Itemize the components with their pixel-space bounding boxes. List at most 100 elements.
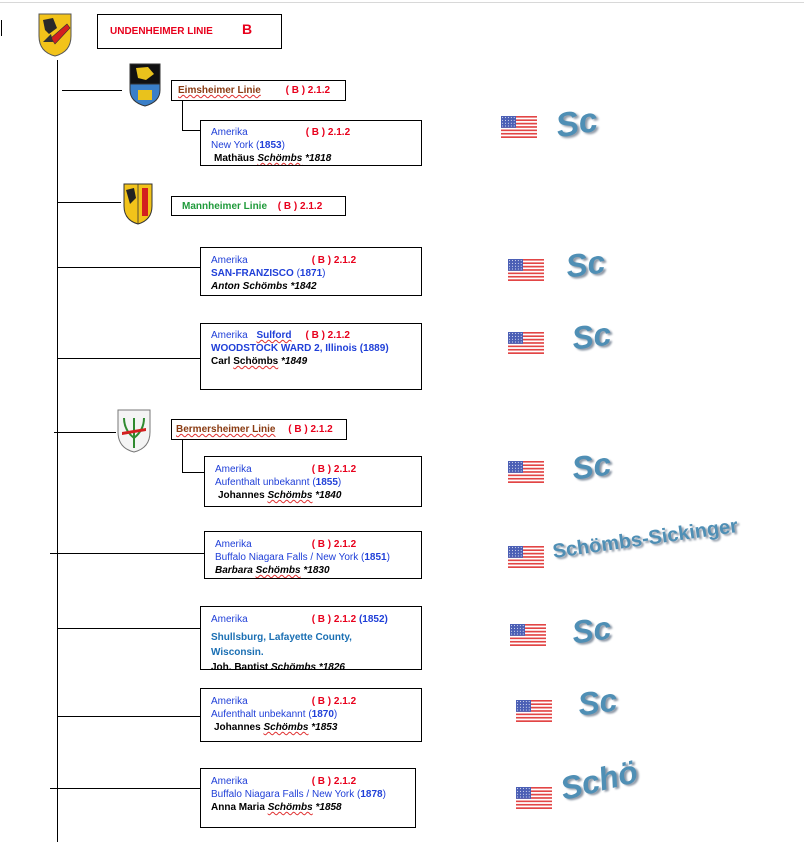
entry-6-surname: Schömbs — [271, 662, 317, 670]
branch-eimsheim-entry — [182, 130, 200, 131]
us-flag-icon — [510, 624, 546, 646]
us-flag-icon — [508, 259, 544, 281]
entry-8-place: Buffalo Niagara Falls / New York — [211, 789, 355, 800]
us-flag-icon — [516, 787, 552, 809]
entry-1-country: Amerika — [211, 127, 248, 138]
branch-bermersheim — [54, 432, 116, 433]
entry-8-surname: Schömbs — [267, 802, 313, 813]
entry-5-box: Amerika ( B ) 2.1.2 Buffalo Niagara Falls… — [204, 531, 422, 579]
us-flag-icon — [501, 116, 537, 138]
entry-8-year: 1878 — [360, 789, 383, 800]
us-flag-icon — [508, 332, 544, 354]
entry-2-year: 1871 — [299, 268, 323, 279]
branch-entry-6 — [57, 628, 200, 629]
root-title: UNDENHEIMER LINIE — [110, 26, 213, 37]
entry-1-code: ( B ) 2.1.2 — [305, 127, 351, 138]
entry-3-name: Carl — [211, 356, 231, 367]
entry-6-place: Shullsburg, Lafayette County, — [211, 632, 352, 643]
entry-7-signature: Sc — [575, 681, 620, 723]
branch-entry-8 — [50, 788, 200, 789]
entry-6-born: *1826 — [318, 662, 345, 670]
bermersheim-code: ( B ) 2.1.2 — [288, 424, 333, 435]
entry-1-place: New York — [211, 140, 254, 151]
entry-3-country: Amerika — [211, 330, 248, 341]
entry-8-box: Amerika ( B ) 2.1.2 Buffalo Niagara Falls… — [200, 768, 416, 828]
eimsheim-code: ( B ) 2.1.2 — [285, 85, 331, 96]
entry-3-signature: Sc — [569, 315, 614, 357]
page-top-rule — [0, 2, 804, 3]
mannheim-code: ( B ) 2.1.2 — [277, 201, 323, 212]
tree-trunk — [57, 60, 58, 842]
bermersheim-lineage-box: Bermersheimer Linie ( B ) 2.1.2 — [171, 419, 347, 440]
entry-4-name: Johannes — [218, 490, 265, 501]
entry-3-box: Amerika Sulford ( B ) 2.1.2 WOODSTOCK WAR… — [200, 323, 422, 390]
entry-2-signature: Sc — [563, 243, 608, 285]
root-marker: B — [242, 21, 253, 37]
entry-6-place2: Wisconsin. — [211, 647, 264, 658]
entry-4-surname: Schömbs — [267, 490, 313, 501]
entry-8-code: ( B ) 2.1.2 — [311, 776, 357, 787]
entry-7-born: *1853 — [311, 722, 338, 733]
branch-bermersheim-entry — [182, 472, 204, 473]
entry-2-place: SAN-FRANZISCO — [211, 268, 294, 279]
entry-6-signature: Sc — [569, 609, 614, 651]
entry-7-box: Amerika( B ) 2.1.2 Aufenthalt unbekannt … — [200, 688, 422, 742]
entry-4-code: ( B ) 2.1.2 — [311, 464, 357, 475]
entry-8-signature: Schö — [556, 753, 642, 807]
mannheim-lineage-box: Mannheimer Linie ( B ) 2.1.2 — [171, 196, 346, 216]
entry-2-surname: Schömbs — [242, 281, 288, 292]
branch-eimsheim-vertical — [182, 100, 183, 130]
entry-6-country: Amerika — [211, 614, 248, 625]
entry-5-born: *1830 — [303, 565, 330, 576]
entry-4-year: 1855 — [315, 477, 338, 488]
entry-7-country: Amerika — [211, 696, 248, 707]
entry-5-code: ( B ) 2.1.2 — [311, 539, 357, 550]
entry-5-name: Barbara — [215, 565, 253, 576]
entry-8-country: Amerika — [211, 776, 248, 787]
entry-3-code: ( B ) 2.1.2 — [305, 330, 350, 341]
entry-6-name: Joh. Baptist — [211, 662, 269, 670]
branch-eimsheim — [62, 90, 122, 91]
entry-4-born: *1840 — [315, 490, 342, 501]
entry-8-born: *1858 — [315, 802, 342, 813]
entry-8-name: Anna Maria — [211, 802, 265, 813]
mannheim-crest-icon — [123, 183, 153, 225]
us-flag-icon — [508, 546, 544, 568]
entry-3-year: 1889 — [363, 343, 386, 354]
entry-5-signature: Schömbs-Sickinger — [551, 515, 740, 563]
bermersheim-crest-icon — [117, 409, 151, 453]
branch-entry-7 — [57, 716, 200, 717]
entry-3-born: *1849 — [281, 356, 308, 367]
text-cursor — [1, 20, 2, 36]
entry-7-name: Johannes — [214, 722, 261, 733]
mannheim-title: Mannheimer Linie — [182, 201, 268, 212]
branch-entry-5 — [50, 553, 204, 554]
entry-5-surname: Schömbs — [255, 565, 301, 576]
entry-3-place: WOODSTOCK WARD 2, Illinois — [211, 343, 357, 354]
entry-2-code: ( B ) 2.1.2 — [311, 255, 357, 266]
entry-4-country: Amerika — [215, 464, 252, 475]
entry-1-name: Mathäus — [214, 153, 255, 164]
entry-2-country: Amerika — [211, 255, 248, 266]
entry-5-country: Amerika — [215, 539, 252, 550]
entry-4-signature: Sc — [569, 445, 614, 487]
entry-3-extra: Sulford — [256, 330, 292, 341]
branch-bermersheim-vertical — [182, 440, 183, 472]
entry-5-place: Buffalo Niagara Falls / New York — [215, 552, 359, 563]
entry-5-year: 1851 — [364, 552, 387, 563]
entry-4-box: Amerika( B ) 2.1.2 Aufenthalt unbekannt … — [204, 456, 422, 507]
us-flag-icon — [508, 461, 544, 483]
branch-entry-3 — [57, 358, 200, 359]
entry-7-year: 1870 — [311, 709, 334, 720]
entry-7-place: Aufenthalt unbekannt — [211, 709, 306, 720]
branch-mannheim — [57, 202, 121, 203]
entry-1-box: Amerika( B ) 2.1.2 New York (1853) Mathä… — [200, 120, 422, 166]
branch-entry-2 — [57, 267, 200, 268]
entry-3-surname: Schömbs — [233, 356, 279, 367]
entry-2-born: *1842 — [290, 281, 317, 292]
eimsheim-title: Eimsheimer Linie — [178, 85, 261, 96]
entry-1-born: *1818 — [305, 153, 332, 164]
undenheim-crest-icon — [38, 13, 72, 57]
entry-6-year: 1852 — [362, 614, 385, 625]
entry-7-code: ( B ) 2.1.2 — [311, 696, 357, 707]
